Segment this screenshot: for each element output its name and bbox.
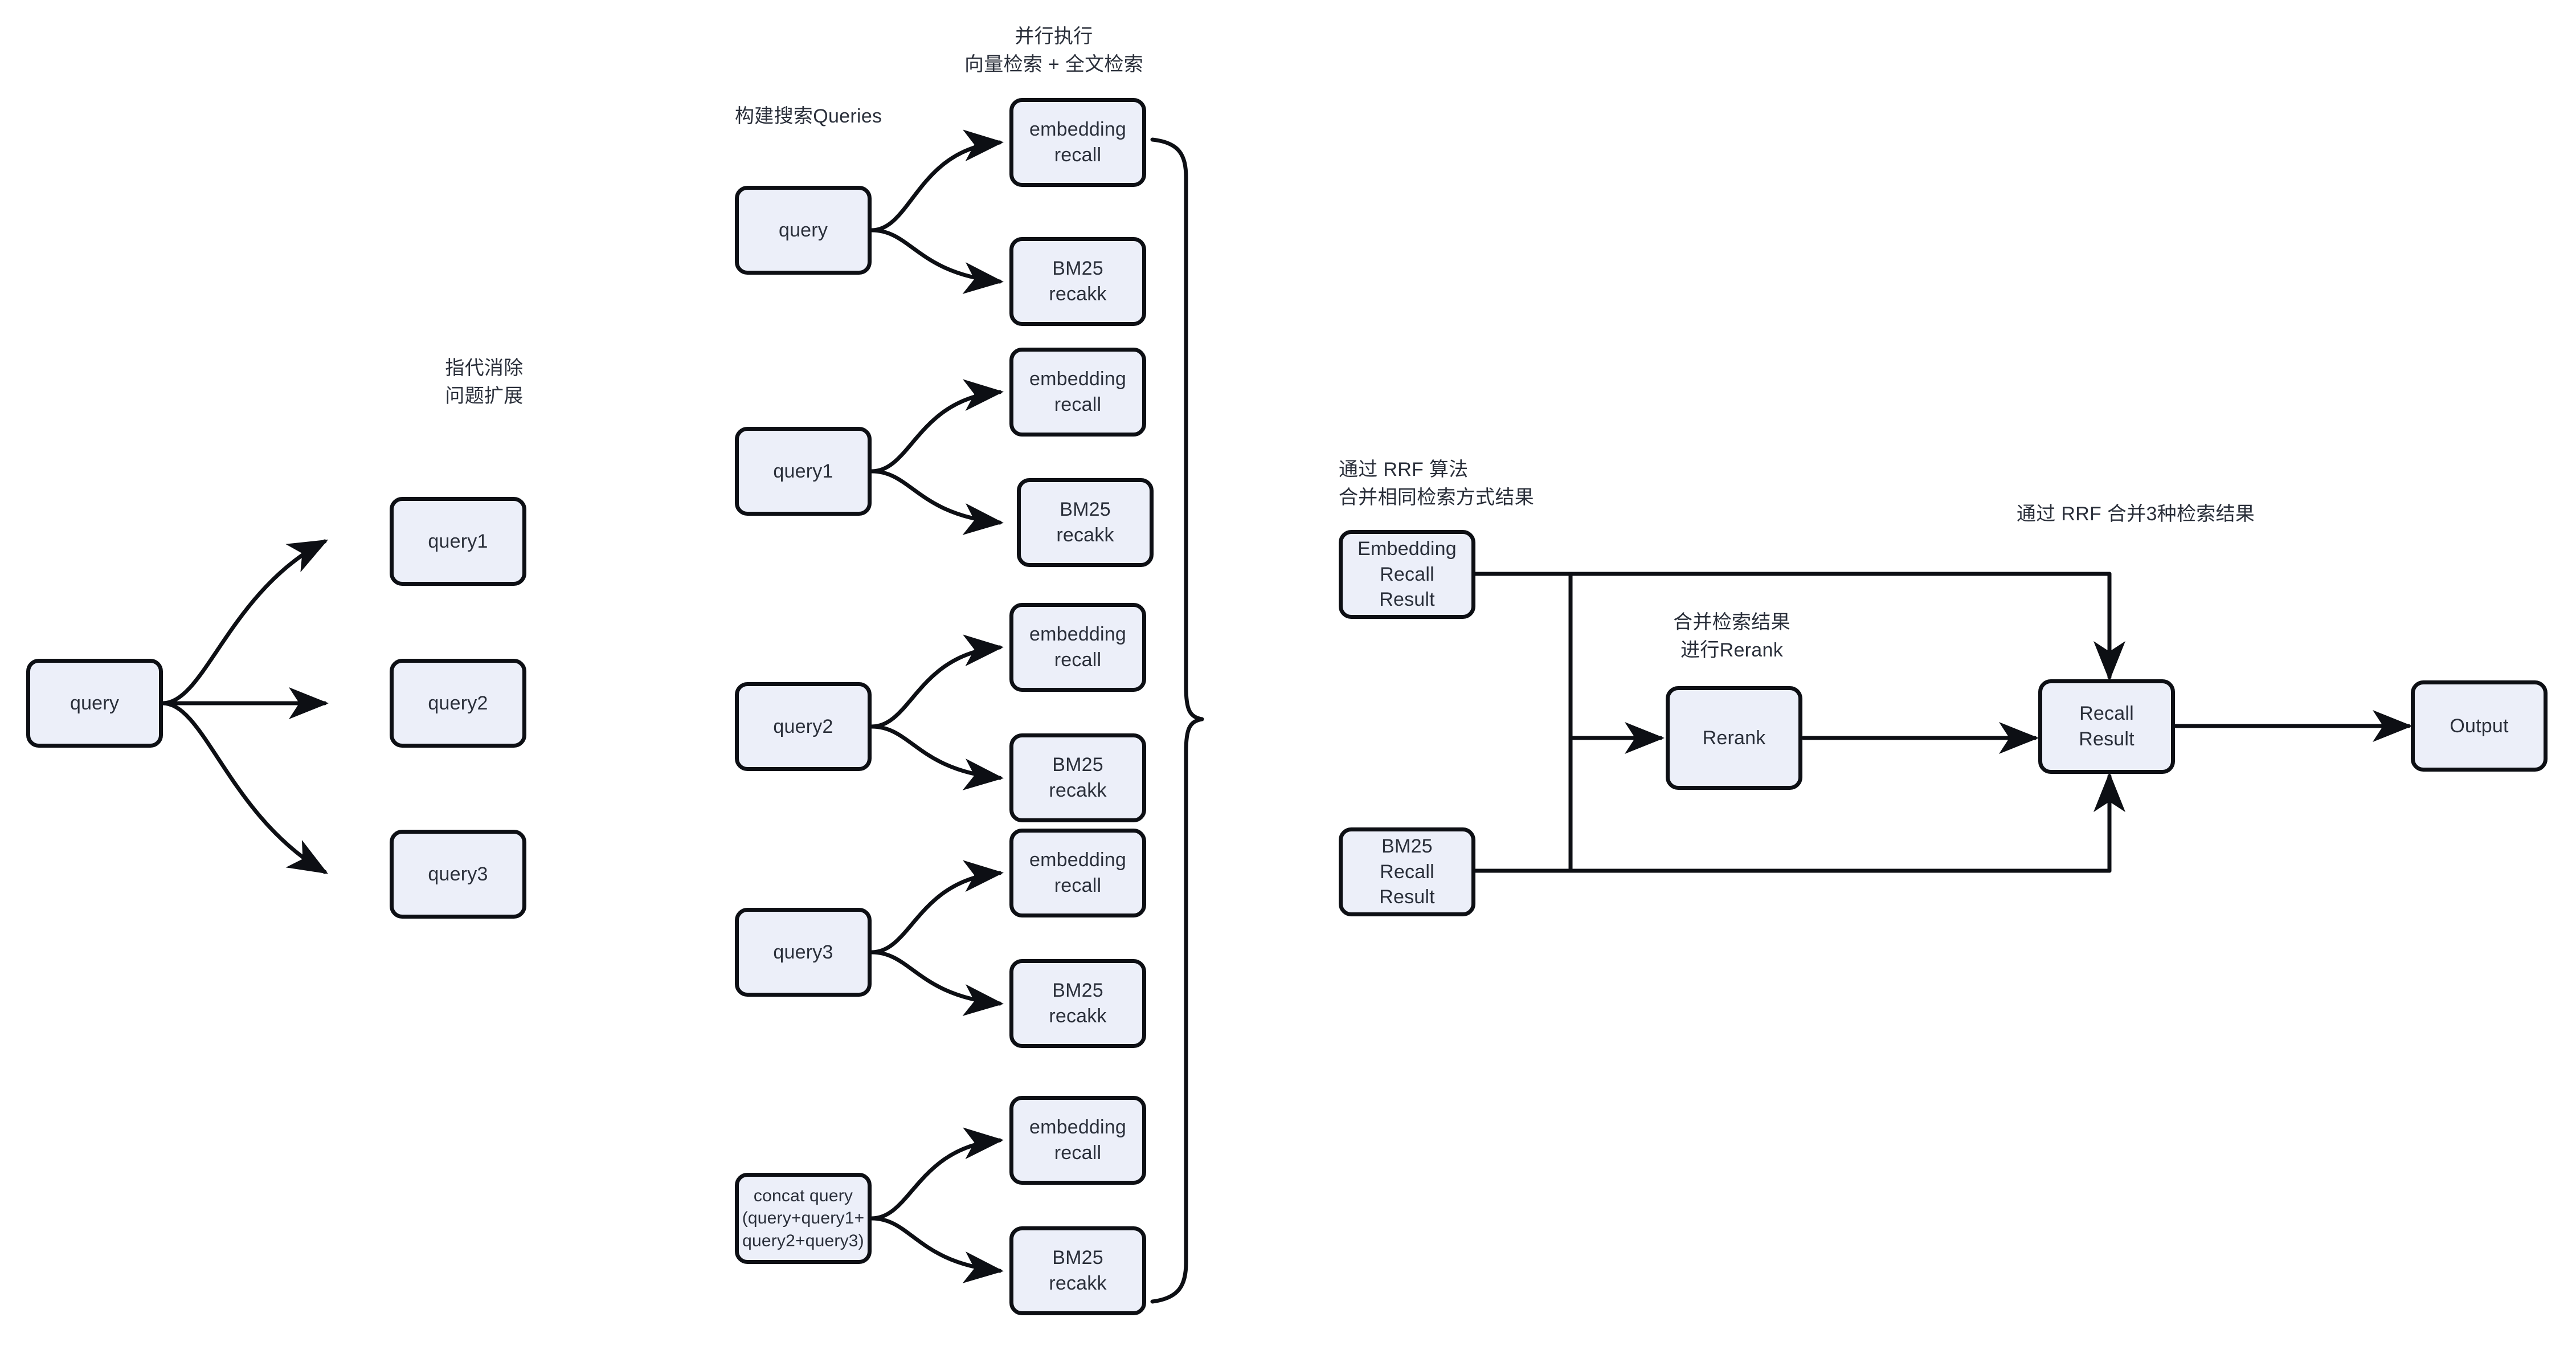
node-label: concat query (query+query1+ query2+query… — [742, 1186, 865, 1250]
edge-s2r2-bm25 — [869, 469, 1004, 535]
edge-query-to-query3 — [160, 701, 329, 874]
node-label: query1 — [773, 460, 833, 482]
grouping-brace — [1150, 137, 1204, 1304]
node-recall-result[interactable]: Recall Result — [2038, 679, 2175, 774]
node-stage2-r2-bm25-recall[interactable]: BM25 recakk — [1017, 478, 1154, 567]
node-stage2-source-query1[interactable]: query1 — [735, 427, 872, 516]
node-stage2-r5-embedding-recall[interactable]: embedding recall — [1009, 1096, 1146, 1185]
node-label: embedding recall — [1029, 623, 1127, 671]
caption-merge-rerank: 合并检索结果 进行Rerank — [1673, 611, 1790, 662]
node-stage1-query2[interactable]: query2 — [390, 659, 526, 748]
node-label: Embedding Recall Result — [1357, 537, 1457, 611]
node-stage2-r1-bm25-recall[interactable]: BM25 recakk — [1009, 237, 1146, 326]
node-label: query3 — [773, 941, 833, 963]
node-label: Recall Result — [2079, 703, 2135, 750]
node-label: query3 — [428, 863, 488, 885]
node-label: Rerank — [1702, 727, 1766, 749]
node-label: BM25 recakk — [1056, 499, 1114, 546]
caption-rrf-merge-same: 通过 RRF 算法 合并相同检索方式结果 — [1339, 459, 1534, 509]
node-stage2-source-query[interactable]: query — [735, 186, 872, 275]
node-label: embedding recall — [1029, 119, 1127, 166]
node-stage2-r2-embedding-recall[interactable]: embedding recall — [1009, 348, 1146, 437]
edge-s2r3-emb — [869, 634, 1004, 729]
edge-s2r4-bm25 — [869, 950, 1004, 1016]
node-stage2-r3-embedding-recall[interactable]: embedding recall — [1009, 603, 1146, 692]
node-label: embedding recall — [1029, 849, 1127, 896]
node-label: BM25 Recall Result — [1379, 835, 1435, 908]
node-stage1-query3[interactable]: query3 — [390, 830, 526, 919]
node-label: embedding recall — [1029, 368, 1127, 415]
node-stage2-r4-embedding-recall[interactable]: embedding recall — [1009, 829, 1146, 917]
node-stage2-source-query2[interactable]: query2 — [735, 682, 872, 771]
node-label: BM25 recakk — [1049, 258, 1107, 305]
edge-s2r4-emb — [869, 860, 1004, 955]
caption-build-queries: 构建搜索Queries — [735, 105, 882, 127]
node-embedding-recall-result[interactable]: Embedding Recall Result — [1339, 530, 1475, 619]
edge-s2r2-emb — [869, 379, 1004, 474]
node-label: BM25 recakk — [1049, 1247, 1107, 1294]
edge-s2r1-bm25 — [869, 228, 1004, 294]
node-stage2-r5-bm25-recall[interactable]: BM25 recakk — [1009, 1226, 1146, 1315]
node-label: embedding recall — [1029, 1116, 1127, 1164]
node-label: query1 — [428, 530, 488, 552]
caption-parallel-exec: 并行执行 向量检索 + 全文检索 — [964, 26, 1144, 76]
node-stage2-r3-bm25-recall[interactable]: BM25 recakk — [1009, 733, 1146, 822]
caption-rrf-merge-three: 通过 RRF 合并3种检索结果 — [2017, 503, 2255, 525]
node-label: query — [778, 219, 828, 241]
node-label: query2 — [773, 715, 833, 737]
edge-s2r5-emb — [869, 1127, 1004, 1221]
node-label: query2 — [428, 692, 488, 714]
node-stage2-r4-bm25-recall[interactable]: BM25 recakk — [1009, 959, 1146, 1048]
node-rerank[interactable]: Rerank — [1666, 686, 1802, 790]
edge-s2r1-emb — [869, 129, 1004, 233]
node-stage2-source-query3[interactable]: query3 — [735, 908, 872, 997]
edge-s2r3-bm25 — [869, 724, 1004, 790]
node-stage1-query1[interactable]: query1 — [390, 497, 526, 586]
node-label: query — [69, 692, 120, 714]
node-stage1-query[interactable]: query — [26, 659, 163, 748]
node-stage2-source-concat-query[interactable]: concat query (query+query1+ query2+query… — [735, 1173, 872, 1264]
edge-s2r5-bm25 — [869, 1216, 1004, 1283]
caption-rewrite: 指代消除 问题扩展 — [445, 357, 524, 407]
node-label: BM25 recakk — [1049, 980, 1107, 1027]
node-bm25-recall-result[interactable]: BM25 Recall Result — [1339, 827, 1475, 916]
node-stage2-r1-embedding-recall[interactable]: embedding recall — [1009, 98, 1146, 187]
edge-query-to-query1 — [160, 539, 329, 705]
node-label: Output — [2450, 715, 2509, 737]
node-output[interactable]: Output — [2411, 680, 2548, 772]
node-label: BM25 recakk — [1049, 754, 1107, 801]
